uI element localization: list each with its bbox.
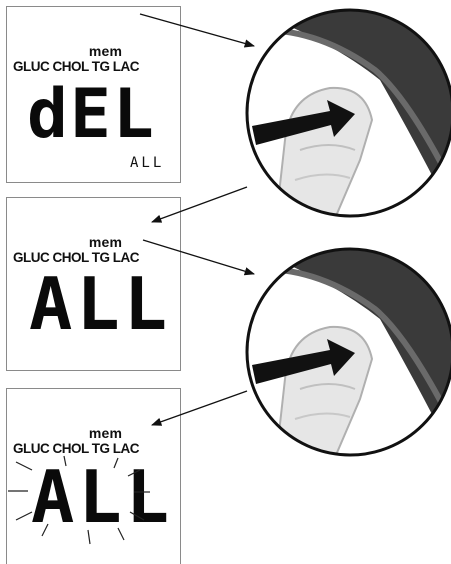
blink-rays-icon (8, 456, 150, 544)
arrow-to-illustration-2 (143, 240, 254, 274)
finger-pressing-button-icon (247, 243, 451, 469)
arrow-to-illustration-1 (140, 14, 254, 46)
arrow-to-panel-2 (152, 187, 247, 222)
arrow-to-panel-3 (152, 391, 247, 425)
finger-pressing-button-icon (247, 4, 451, 230)
